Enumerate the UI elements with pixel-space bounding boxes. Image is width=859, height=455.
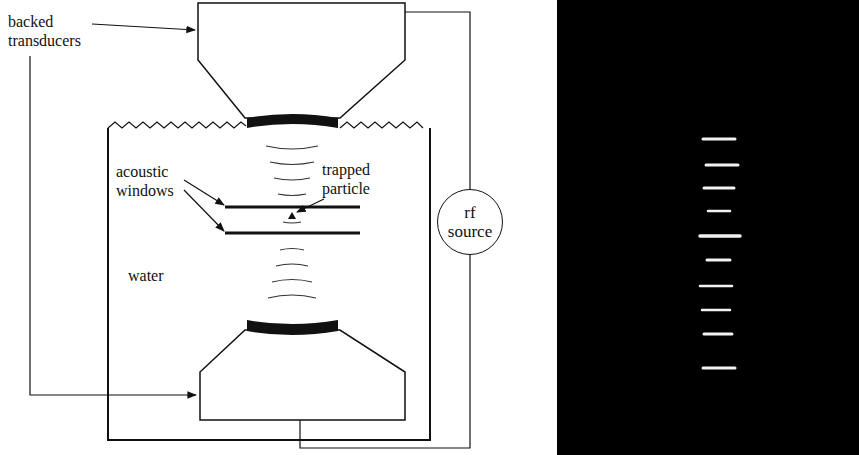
photo-panel bbox=[557, 0, 859, 455]
part-label: trapped particle bbox=[322, 160, 392, 198]
transducer-housing bbox=[198, 3, 405, 118]
source-label: rf source bbox=[447, 203, 493, 241]
part-label: backed transducers bbox=[8, 12, 90, 50]
source-circle: rf source bbox=[437, 189, 503, 255]
leader-lines bbox=[30, 24, 324, 395]
part-label: water bbox=[128, 266, 188, 285]
acoustic-window bbox=[225, 232, 360, 235]
acoustic-window bbox=[225, 206, 360, 209]
trapped-particles-image bbox=[700, 139, 740, 368]
wavefronts bbox=[266, 146, 318, 298]
transducer-housing bbox=[200, 330, 405, 420]
trapped-particle bbox=[288, 212, 296, 219]
part-label: acoustic windows bbox=[116, 162, 182, 200]
transducer-face bbox=[247, 114, 338, 128]
transducer-face bbox=[247, 320, 338, 335]
water-tank bbox=[108, 122, 430, 440]
